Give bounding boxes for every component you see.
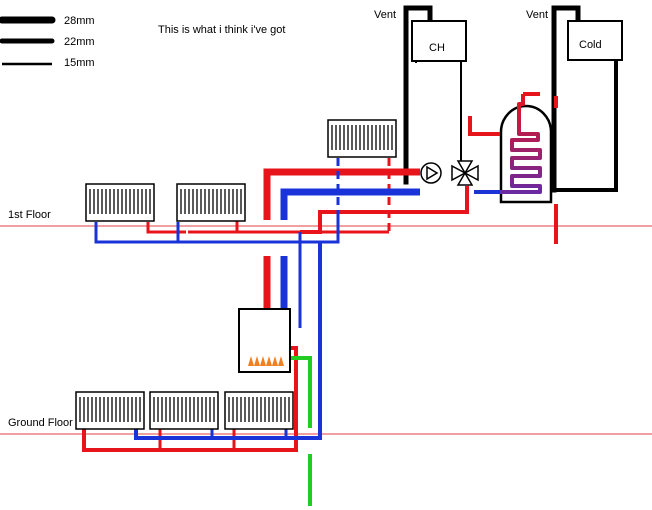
radiator-ground-floor-1	[75, 391, 145, 430]
legend-22mm-label: 22mm	[64, 36, 95, 48]
legend-15mm-label: 15mm	[64, 57, 95, 69]
gas-pipe	[288, 356, 312, 506]
cold-vent-label: Vent	[526, 9, 548, 21]
radiator-first-floor-2	[176, 183, 246, 222]
radiator-ground-floor-2	[149, 391, 219, 430]
first-floor-label: 1st Floor	[8, 209, 51, 221]
radiator-upstairs-top	[327, 119, 397, 158]
pipe-size-legend: 28mm 22mm 15mm	[0, 15, 95, 69]
diagram-caption: This is what i think i've got	[158, 24, 285, 36]
hot-water-cylinder	[476, 92, 558, 244]
cylinder-coil	[476, 94, 542, 194]
ch-header-tank: CH	[411, 20, 467, 62]
three-port-valve-icon	[451, 160, 479, 186]
boiler	[238, 308, 291, 373]
radiator-first-floor-1	[85, 183, 155, 222]
boiler-flame-icon	[248, 356, 284, 366]
ground-floor-label: Ground Floor	[8, 417, 73, 429]
radiator-ground-floor-3	[224, 391, 294, 430]
cold-tank-label: Cold	[579, 39, 602, 51]
cold-water-tank: Cold	[567, 20, 623, 61]
ch-tank-label: CH	[429, 42, 445, 54]
legend-28mm-label: 28mm	[64, 15, 95, 27]
ch-vent-label: Vent	[374, 9, 396, 21]
pump-icon	[420, 162, 442, 184]
